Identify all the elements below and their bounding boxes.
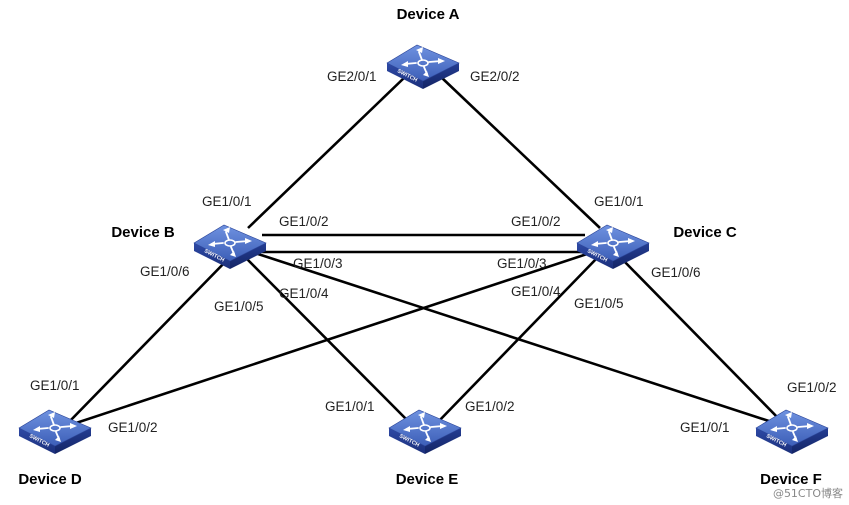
device-f-switch[interactable]: SWITCH [755,409,829,455]
switch-icon [388,409,462,455]
port-label: GE1/0/5 [574,296,624,311]
port-label: GE1/0/4 [279,286,329,301]
device-b-name: Device B [111,224,175,241]
port-label: GE1/0/2 [108,420,158,435]
device-d-name: Device D [18,471,82,488]
port-label: GE1/0/1 [202,194,252,209]
port-label: GE1/0/3 [497,256,547,271]
device-e-name: Device E [396,471,459,488]
port-label: GE1/0/6 [140,264,190,279]
switch-icon [18,409,92,455]
link-c-f [619,256,784,424]
link-a-c [440,76,601,229]
port-label: GE1/0/1 [325,399,375,414]
link-b-f [254,251,776,425]
port-label: GE1/0/6 [651,265,701,280]
device-a-name: Device A [397,6,460,23]
port-label: GE1/0/3 [293,256,343,271]
port-label: GE1/0/1 [30,378,80,393]
link-c-e [436,256,599,424]
device-c-name: Device C [673,224,737,241]
port-label: GE1/0/5 [214,299,264,314]
device-e-switch[interactable]: SWITCH [388,409,462,455]
link-a-b [247,76,406,229]
port-label: GE1/0/2 [511,214,561,229]
switch-icon [755,409,829,455]
port-label: GE2/0/2 [470,69,520,84]
device-f-name: Device F [760,471,822,488]
link-c-d [69,251,591,427]
port-label: GE1/0/2 [787,380,837,395]
port-label: GE2/0/1 [327,69,377,84]
device-d-switch[interactable]: SWITCH [18,409,92,455]
switch-icon [193,224,267,270]
port-label: GE1/0/2 [279,214,329,229]
device-b-switch[interactable]: SWITCH [193,224,267,270]
device-c-switch[interactable]: SWITCH [576,224,650,270]
port-label: GE1/0/1 [680,420,730,435]
port-label: GE1/0/4 [511,284,561,299]
port-label: GE1/0/1 [594,194,644,209]
watermark: @51CTO博客 [773,486,843,500]
port-label: GE1/0/2 [465,399,515,414]
switch-icon [576,224,650,270]
link-b-d [67,256,231,424]
links [67,76,784,427]
